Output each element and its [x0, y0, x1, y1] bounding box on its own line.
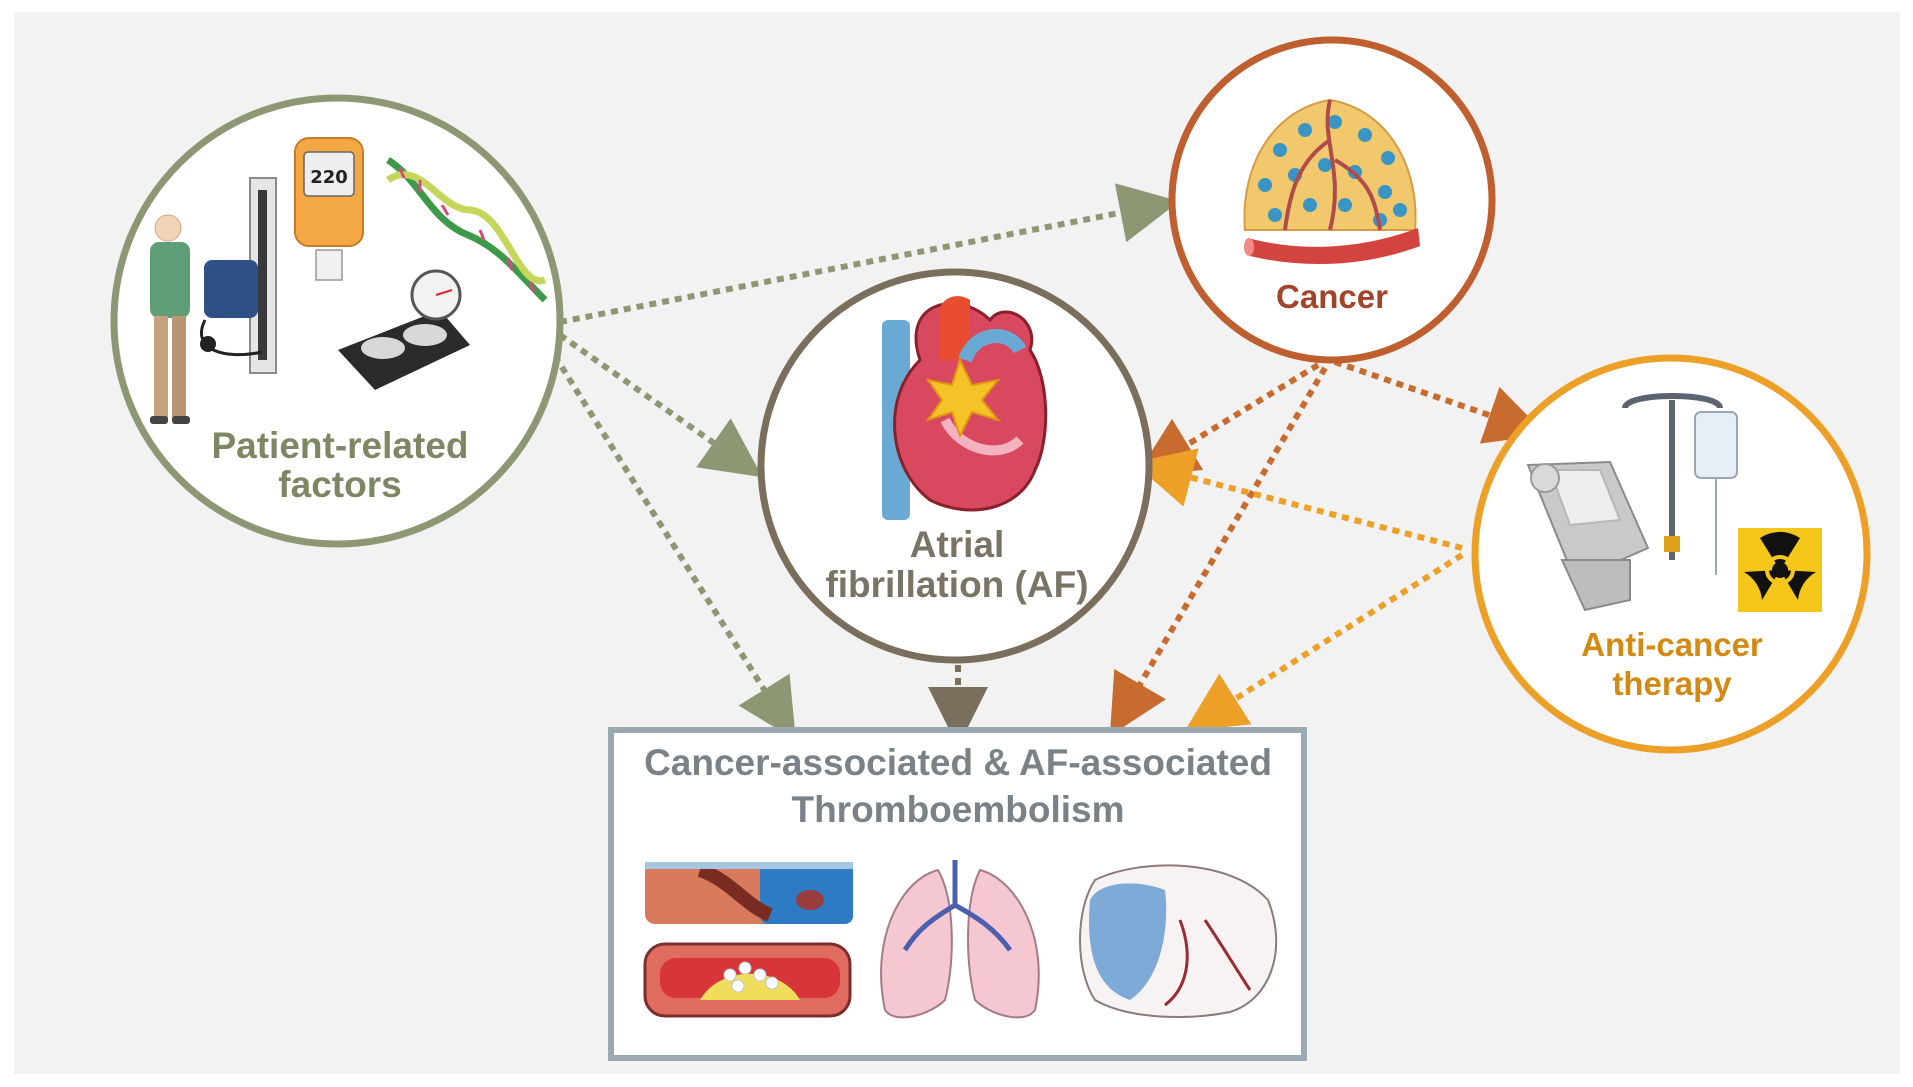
node-cancer: Cancer [1168, 36, 1496, 364]
atherosclerotic-artery-icon [643, 942, 852, 1018]
arrow-cancer-to-outcome [1109, 366, 1328, 736]
tumor-cells-icon [1243, 98, 1417, 231]
node-atrial-fibrillation: Atrial fibrillation (AF) [757, 268, 1153, 664]
weighing-scale-icon [338, 269, 470, 390]
iv-drip-icon [1622, 393, 1738, 575]
outcome-title-line1: Cancer-associated & AF-associated [644, 742, 1272, 783]
patient-node-circle [110, 94, 564, 548]
patient-label-line2: factors [278, 464, 401, 505]
af-label-line2: fibrillation (AF) [825, 564, 1088, 605]
outcome-title-line2: Thromboembolism [791, 789, 1124, 830]
arrow-cancer-to-therapy [1334, 359, 1547, 444]
node-anti-cancer-therapy: Anti-cancer therapy [1471, 354, 1871, 754]
dna-helix-icon [386, 157, 548, 303]
therapy-label-line2: therapy [1612, 665, 1732, 702]
heart-icon [882, 296, 1048, 520]
arrow-therapy-to-outcome [1184, 552, 1464, 732]
glucose-meter-icon: 220 [294, 137, 364, 281]
thrombosed-vein-icon [645, 862, 853, 924]
arrow-patient-to-outcome [545, 343, 796, 741]
radiation-hazard-icon [1738, 528, 1822, 612]
blood-vessel-icon [1244, 228, 1420, 265]
lungs-icon [880, 860, 1040, 1019]
glucose-reading: 220 [310, 167, 348, 188]
arrow-cancer-to-af [1136, 362, 1320, 476]
brain-icon [1079, 864, 1278, 1018]
arrow-patient-to-cancer [559, 183, 1180, 325]
af-label-line1: Atrial [910, 524, 1005, 565]
arrows [545, 183, 1547, 747]
cancer-label: Cancer [1276, 278, 1388, 315]
patient-label-line1: Patient-related [211, 425, 468, 466]
outcome-box: Cancer-associated & AF-associated Thromb… [608, 727, 1307, 1061]
arrow-patient-to-af [558, 332, 763, 478]
radiotherapy-bed-icon [1526, 460, 1650, 612]
node-patient-factors: 220 [110, 94, 564, 548]
blood-pressure-monitor-icon [199, 177, 277, 374]
elderly-person-icon [150, 214, 190, 424]
therapy-label-line1: Anti-cancer [1581, 626, 1763, 663]
arrow-therapy-to-af [1132, 448, 1463, 551]
